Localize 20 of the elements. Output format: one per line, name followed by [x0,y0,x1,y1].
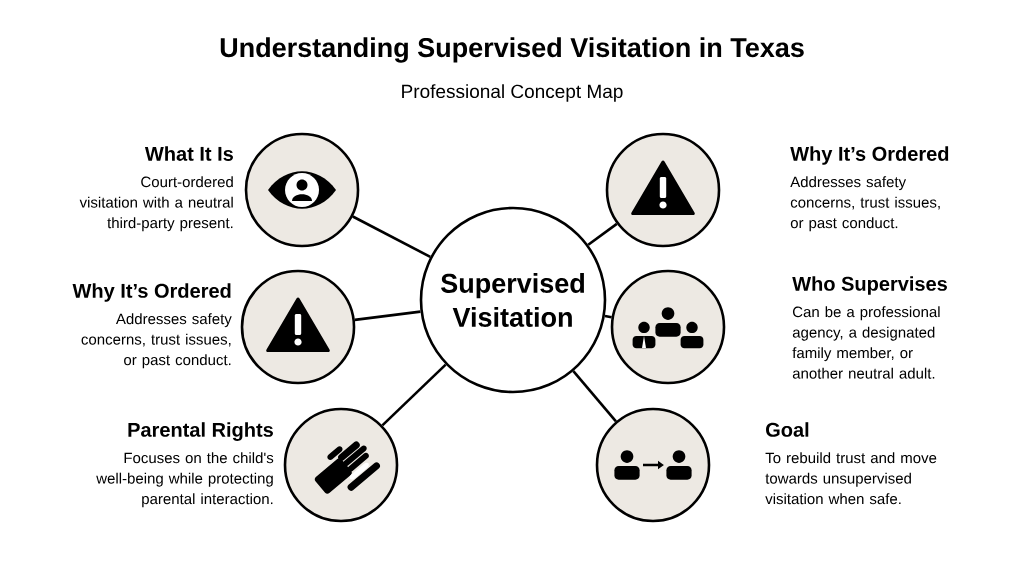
description: Addresses safety concerns, trust issues, or past conduct. [81,313,232,369]
subtitle: Professional Concept Map [402,84,623,102]
heading: Parental Rights [128,422,273,441]
title: Understanding Supervised Visitation in Texas [220,37,804,63]
heading: Goal [766,422,809,437]
description: Can be a professional agency, a designated family member, or another neutral adult. [792,306,940,379]
description: Addresses safety concerns, trust issues, or past conduct. [790,176,940,232]
description: Focuses on the child's well-being while protecting parental interaction. [96,452,274,508]
description: To rebuild trust and move towards unsupervised visitation when safe. [765,452,937,505]
connector-line [587,222,618,246]
heading: Who Supervises [792,276,947,295]
description: Court-ordered visitation with a neutral third-party present. [79,176,233,232]
heading: Why It’s Ordered [790,146,949,165]
connector-line [572,370,617,423]
connector-line [381,363,447,427]
connector-line [354,310,421,322]
connector-line [352,215,431,259]
heading: Why It’s Ordered [72,283,231,302]
heading: What It Is [144,146,233,161]
connector-line [604,314,612,319]
